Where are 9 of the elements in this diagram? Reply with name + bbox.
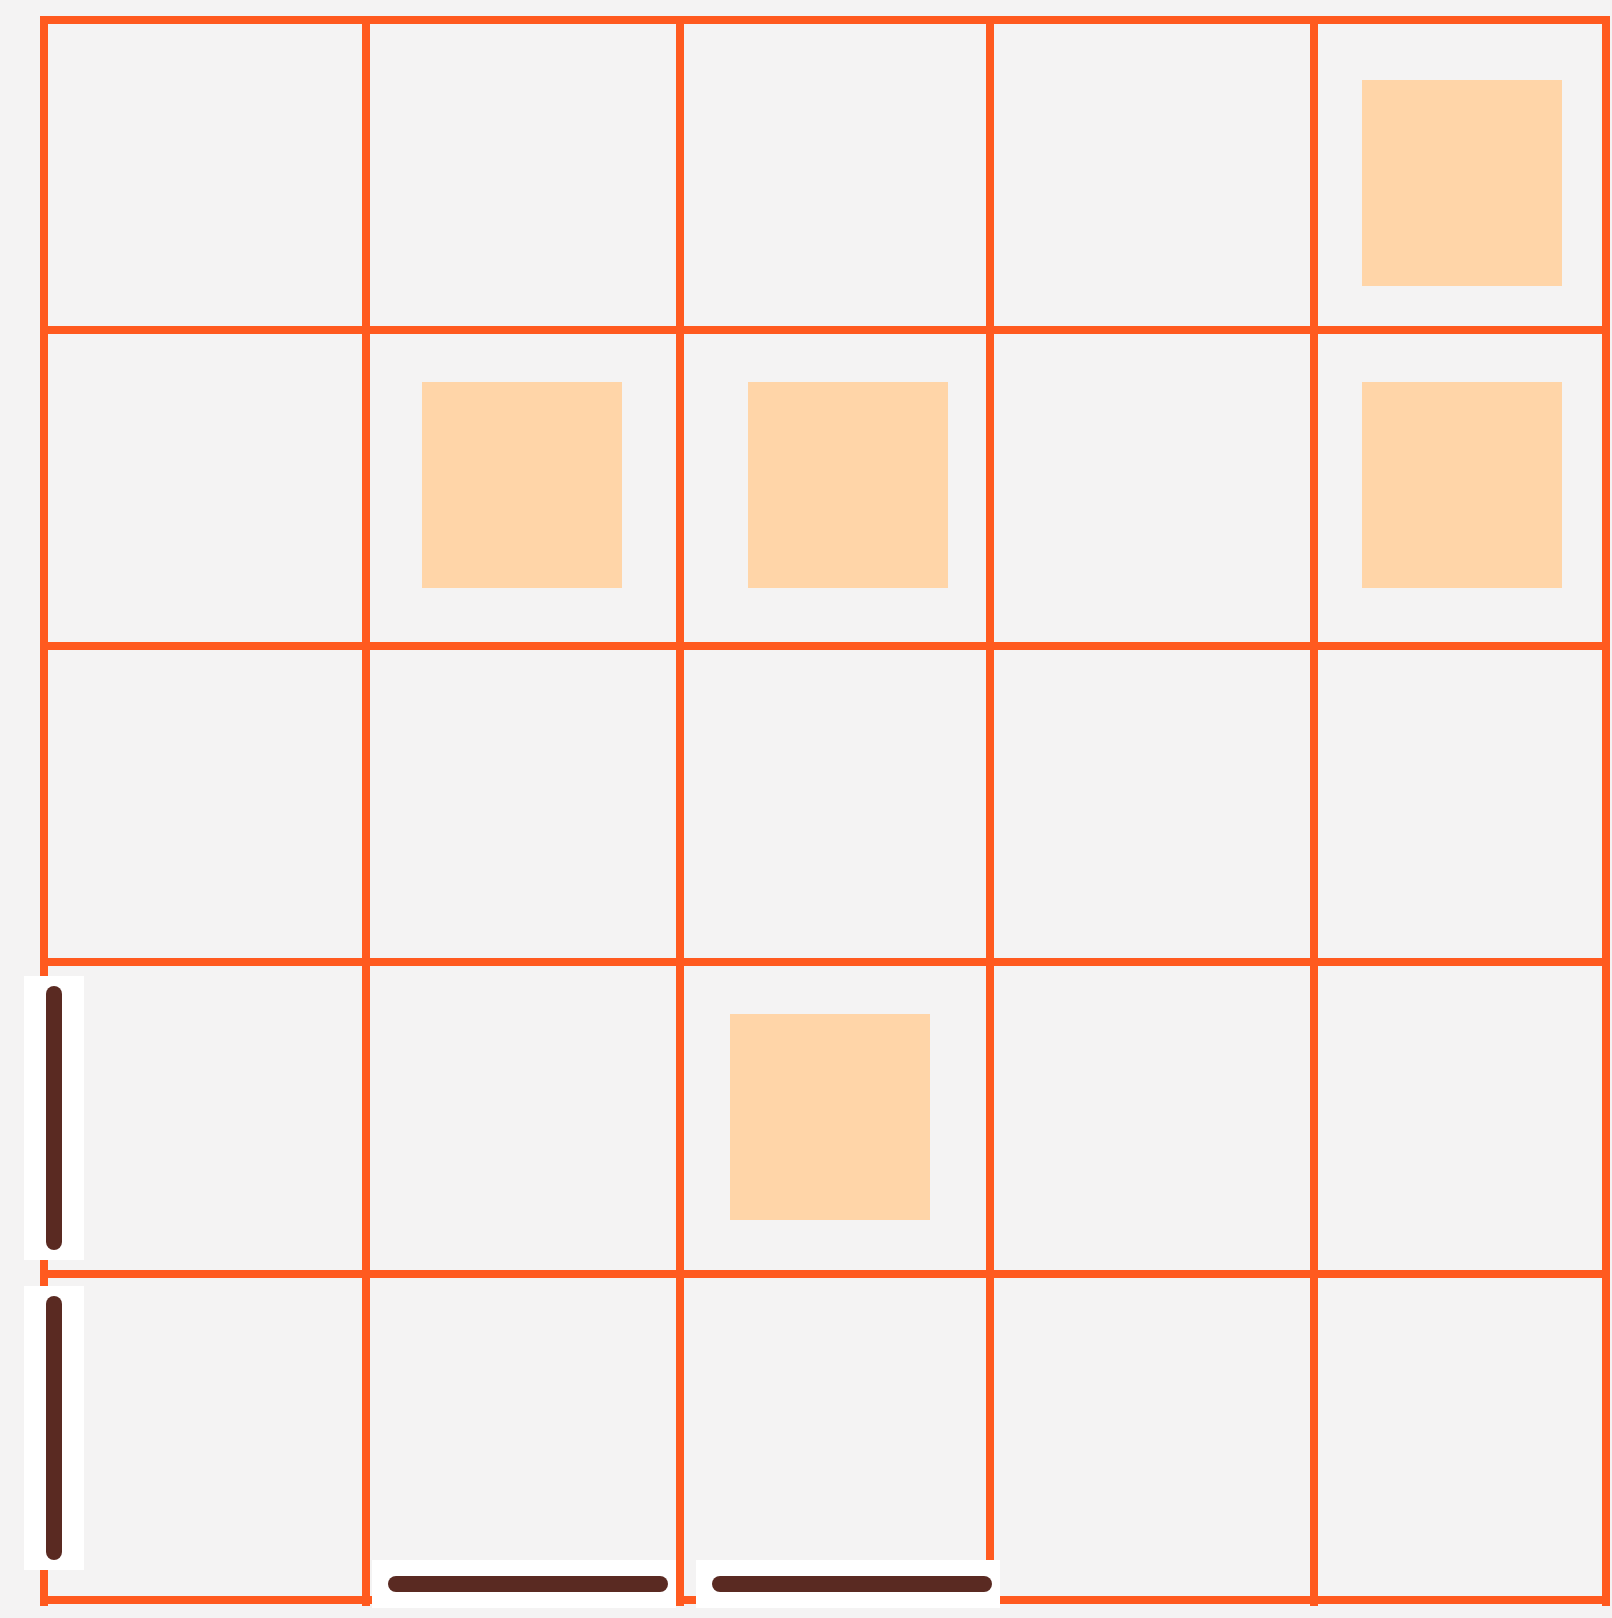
square-patch bbox=[1362, 382, 1562, 588]
dark-bar bbox=[24, 1286, 84, 1570]
square-patch bbox=[422, 382, 622, 588]
square-patch bbox=[748, 382, 948, 588]
square-patch bbox=[1362, 80, 1562, 286]
square-patch bbox=[730, 1014, 930, 1220]
dark-bar bbox=[696, 1560, 1000, 1608]
dark-bar bbox=[372, 1560, 676, 1608]
dark-bar bbox=[24, 976, 84, 1260]
